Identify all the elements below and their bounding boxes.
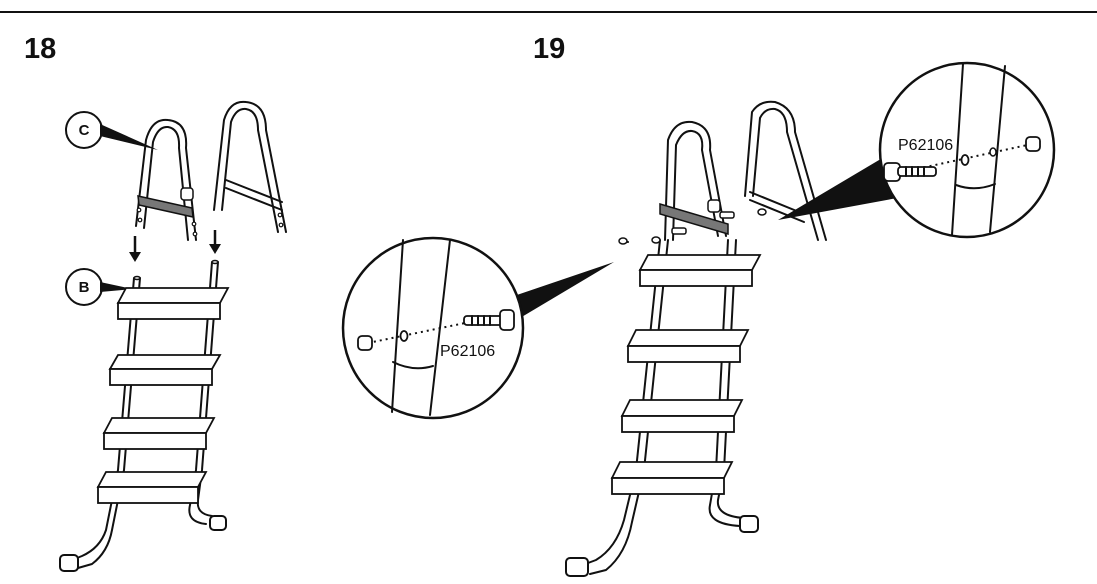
part-label-left: P62106 (440, 343, 495, 360)
insert-arrows (129, 230, 221, 262)
ladder-b (59, 259, 230, 572)
handrail-right (213, 100, 287, 233)
callout-label-c: C (79, 122, 90, 139)
callout-c: C (65, 111, 158, 150)
step-number-18: 18 (24, 33, 56, 65)
zoom-detail-left: P62106 (341, 236, 614, 420)
callout-label-b: B (79, 279, 90, 296)
zoom-detail-right: P62106 (778, 61, 1056, 239)
bolt-p62106-left (463, 309, 515, 331)
step-number-19: 19 (533, 33, 565, 65)
bolt-p62106-right (883, 162, 937, 182)
part-label-right: P62106 (898, 137, 953, 154)
step-19: 19 (341, 33, 1056, 577)
assembled-ladder (565, 100, 827, 577)
step-18: 18 C B (24, 33, 287, 572)
handrail-c (135, 118, 198, 241)
